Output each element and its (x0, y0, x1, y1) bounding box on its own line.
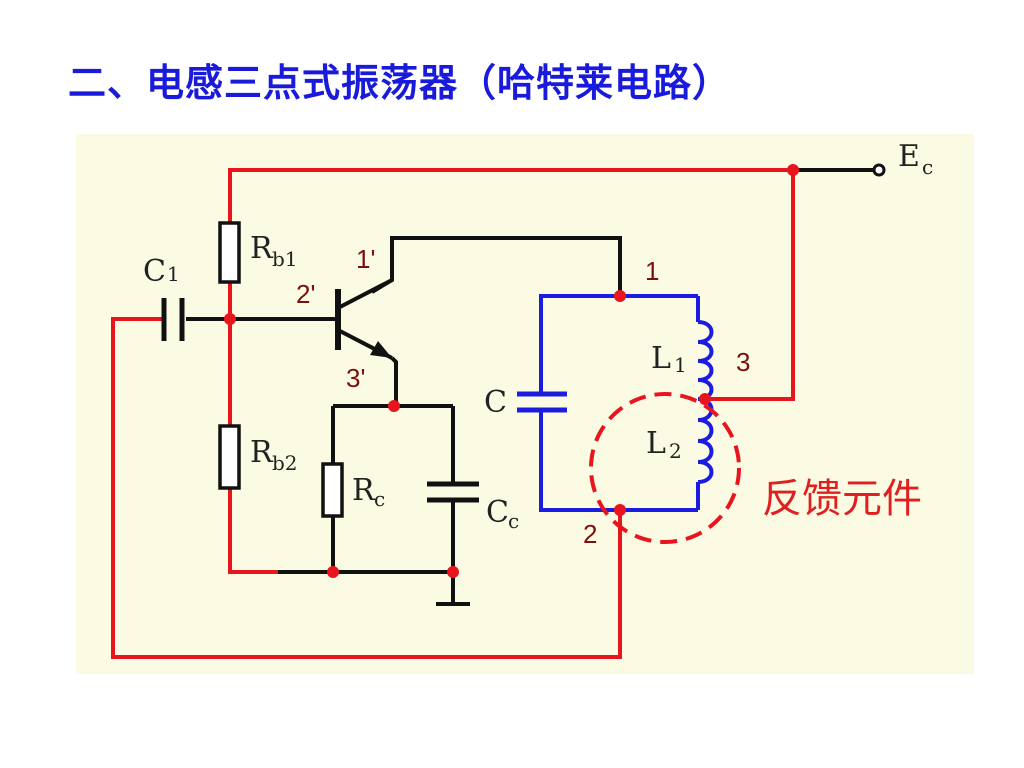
feedback-loop-wire (111, 317, 622, 659)
cc-capacitor (427, 481, 479, 503)
l2-label-sub: 2 (669, 439, 682, 463)
rb1-label: R (250, 231, 274, 266)
junction-dot (614, 290, 626, 302)
node-label-3p: 3' (346, 363, 365, 393)
c1-label: C (143, 254, 166, 289)
rc-resistor (321, 462, 344, 518)
tank-bottom-wire (539, 410, 698, 512)
l2-inductor (697, 397, 714, 484)
rc-label: R (352, 473, 376, 508)
rb1-resistor (218, 221, 241, 284)
feedback-highlight-circle (589, 392, 741, 544)
emitter-arrow (370, 341, 392, 358)
junction-dot (388, 400, 400, 412)
slide-title: 二、电感三点式振荡器（哈特莱电路） (68, 61, 732, 105)
rc-label-sub: c (374, 487, 385, 511)
rb2-label: R (250, 435, 274, 470)
cc-label-sub: c (508, 509, 519, 533)
junction-dot (447, 566, 459, 578)
tank-c-label: C (484, 385, 507, 420)
tank-circuit (539, 294, 714, 512)
ec-terminal (872, 163, 886, 177)
node-label-2: 2 (583, 519, 597, 549)
junction-dot (699, 393, 711, 405)
red-wires (111, 168, 795, 659)
l1-label-sub: 1 (674, 353, 687, 377)
rb2-resistor (218, 424, 241, 490)
collector-wire (370, 236, 622, 296)
ec-label-sub: c (922, 155, 933, 179)
l1-inductor (697, 320, 714, 401)
junction-dot (787, 164, 799, 176)
ec-label: E (898, 139, 920, 174)
node-label-1: 1 (645, 256, 659, 286)
c1-label-sub: 1 (167, 262, 180, 286)
c1-capacitor (161, 298, 185, 341)
tap-feed-wire (703, 168, 795, 401)
rb1-label-sub: b1 (272, 247, 298, 271)
l1-label: L (651, 341, 671, 376)
feedback-element-label: 反馈元件 (762, 476, 922, 522)
rb2-label-sub: b2 (272, 451, 298, 475)
node-label-2p: 2' (296, 279, 315, 309)
tank-top-wire (539, 294, 698, 394)
npn-transistor (335, 278, 393, 360)
junction-dots (224, 164, 799, 578)
l2-label: L (646, 426, 666, 461)
junction-dot (224, 313, 236, 325)
junction-dot (614, 504, 626, 516)
black-wires (186, 168, 877, 606)
node-label-1p: 1' (356, 244, 375, 274)
emitter-wire (390, 356, 398, 406)
tank-capacitor (517, 391, 567, 413)
cc-label: C (486, 495, 509, 530)
node-label-3: 3 (736, 347, 750, 377)
junction-dot (327, 566, 339, 578)
